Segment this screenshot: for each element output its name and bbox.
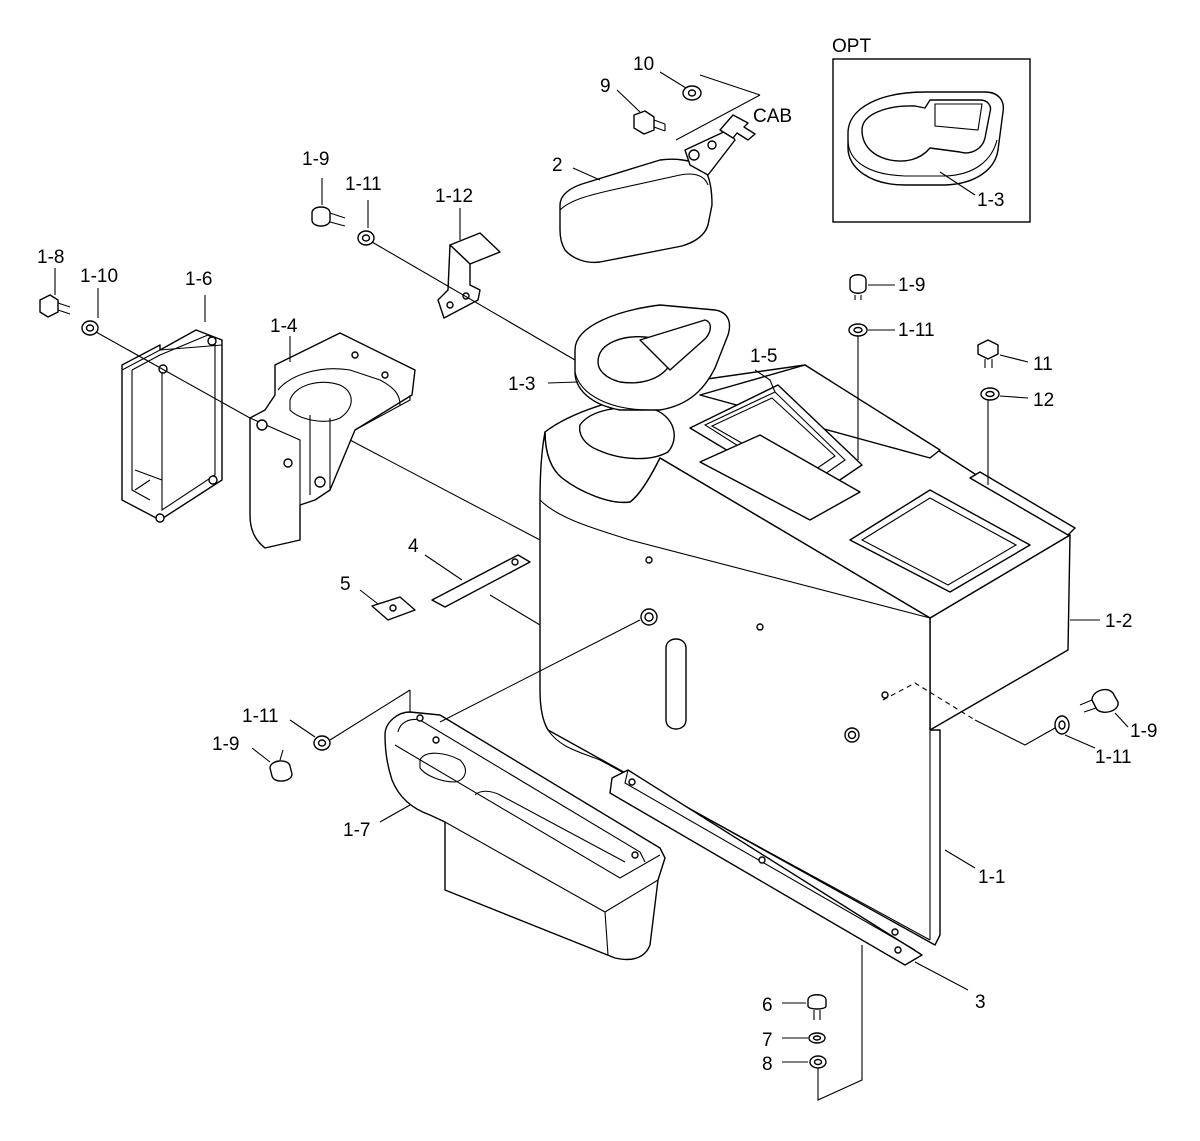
part-1-11-washer-top: [357, 230, 375, 246]
callout-1-11-right: 1-11: [1095, 747, 1132, 768]
part-5-plate: [371, 596, 416, 621]
callout-7: 7: [762, 1030, 773, 1051]
leader-4: [424, 554, 463, 581]
callout-1-6: 1-6: [185, 269, 212, 290]
optional-cup-holder: [847, 91, 1005, 186]
callout-1-9-left: 1-9: [212, 734, 239, 755]
callout-1-5: 1-5: [750, 346, 777, 367]
assembly-line-1-4: [349, 439, 541, 541]
leader-1-11-left: [289, 719, 316, 738]
leader-3: [914, 961, 969, 991]
callout-5: 5: [340, 574, 351, 595]
option-box: OPT 1-3: [832, 36, 1031, 223]
callout-1-10: 1-10: [80, 266, 118, 287]
part-8-lock-washer: [809, 1055, 827, 1069]
assembly-line-1-10: [95, 331, 251, 419]
assembly-line-right: [974, 719, 1056, 746]
callout-1-11-top: 1-11: [345, 174, 382, 195]
leader-1-11-right: [1064, 734, 1096, 749]
leader-5: [359, 589, 379, 605]
leader-9: [616, 89, 641, 113]
part-1-10-washer: [81, 320, 99, 336]
leader-1-3: [547, 381, 579, 384]
callout-2: 2: [552, 155, 563, 176]
callout-4: 4: [408, 536, 419, 557]
callout-1-8: 1-8: [37, 247, 64, 268]
part-1-7-tray: [384, 711, 666, 961]
part-1-11-washer-left: [313, 735, 331, 751]
callout-1-2: 1-2: [1105, 611, 1132, 632]
part-1-4-bracket: [249, 332, 416, 549]
assembly-line-1-3: [371, 241, 576, 361]
part-1-9-screw-left: [269, 749, 293, 782]
leader-1-9-right: [1114, 712, 1129, 728]
console-side-slot: [665, 638, 687, 730]
leader-12: [999, 395, 1029, 399]
option-box-frame: [832, 58, 1031, 223]
callout-1-12: 1-12: [435, 186, 473, 207]
callout-1-11-right-top: 1-11: [898, 320, 935, 341]
callout-6: 6: [762, 995, 773, 1016]
part-9-bolt: [633, 110, 666, 135]
leader-1-9-left: [251, 747, 271, 763]
cab-direction-arrow: [719, 114, 756, 141]
callout-1-7: 1-7: [343, 820, 370, 841]
part-1-3-cup-holder: [574, 304, 731, 411]
callout-9: 9: [600, 76, 611, 97]
part-1-11-washer-right: [1054, 715, 1070, 735]
callout-1-4: 1-4: [270, 316, 298, 337]
callout-12: 12: [1033, 390, 1054, 411]
callout-3: 3: [975, 992, 986, 1013]
callout-10: 10: [633, 54, 654, 75]
option-box-label: OPT: [832, 36, 871, 57]
assembly-line-4: [489, 594, 541, 626]
leader-1-7: [379, 804, 411, 823]
callout-1-1: 1-1: [978, 867, 1005, 888]
part-7-washer: [808, 1032, 826, 1044]
part-4-strip: [431, 554, 531, 608]
assembly-line-6-8: [817, 945, 863, 1101]
part-1-12-bracket: [437, 232, 501, 319]
part-1-5-plate: [689, 384, 863, 521]
leader-10: [659, 71, 687, 89]
part-1-9-screw-right: [1079, 688, 1119, 713]
part-1-9-screw-right-top: [849, 274, 867, 300]
part-2-armrest-pad: [559, 74, 761, 264]
assembly-line-1-7: [409, 619, 641, 723]
console-storage-recess: [849, 489, 1031, 593]
part-1-6-frame: [121, 329, 223, 523]
callout-11: 11: [1033, 354, 1053, 375]
leader-11: [999, 354, 1029, 363]
leader-1-1: [944, 849, 976, 869]
console-side-face: [539, 431, 941, 946]
part-1-8-bolt: [39, 294, 71, 318]
leader-1-5: [754, 369, 776, 393]
callout-1-9-top: 1-9: [302, 149, 329, 170]
part-1-9-screw-top: [311, 206, 346, 227]
part-12-washer: [980, 387, 1000, 401]
callout-1-11-left: 1-11: [242, 706, 279, 727]
assembly-line-1-11-left: [329, 689, 411, 741]
leader-opt-1-3: [939, 171, 976, 196]
part-11-bolt: [977, 339, 999, 368]
cab-direction-label: CAB: [753, 106, 792, 127]
callout-1-9-right-top: 1-9: [898, 275, 925, 296]
callout-8: 8: [762, 1054, 773, 1075]
part-3-rail: [609, 769, 923, 966]
callout-1-3: 1-3: [508, 374, 535, 395]
part-6-bolt: [807, 994, 827, 1020]
leader-2: [572, 167, 601, 181]
part-10-washer: [682, 85, 702, 101]
callout-opt-1-3: 1-3: [977, 190, 1004, 211]
part-1-11-washer-right-top: [848, 323, 868, 337]
callout-1-9-right: 1-9: [1130, 721, 1157, 742]
